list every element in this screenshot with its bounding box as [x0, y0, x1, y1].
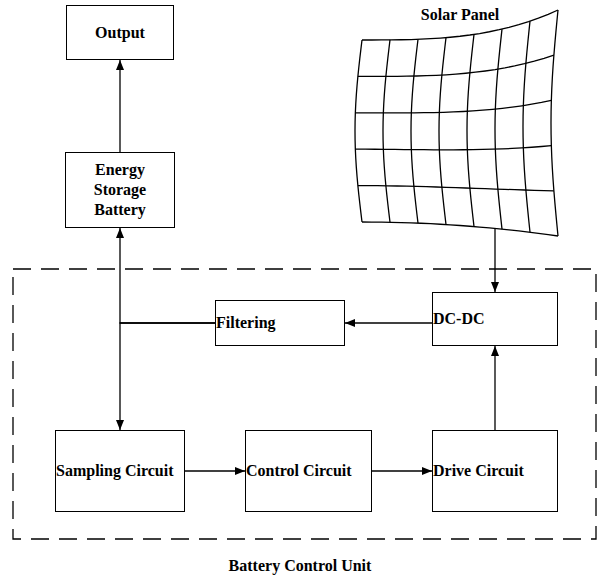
box-label: Energy Storage Battery [86, 160, 154, 220]
panel-grid-line [523, 21, 530, 232]
panel-grid-line [495, 29, 502, 229]
connector-arrow [372, 470, 432, 471]
box-label: Sampling Circuit [56, 461, 174, 481]
process-box: Drive Circuit [432, 430, 558, 512]
connector-arrow [120, 323, 215, 430]
box-label: DC-DC [433, 309, 485, 329]
process-box: Sampling Circuit [55, 430, 185, 512]
box-label: Drive Circuit [433, 461, 524, 481]
connector-arrow [120, 228, 215, 323]
panel-grid-line [355, 40, 362, 222]
connector-arrow [119, 60, 120, 152]
panel-grid-line [467, 34, 474, 226]
output-box: Output [66, 5, 174, 60]
dashed-boundary-rect [13, 269, 596, 539]
box-label: Control Circuit [246, 461, 352, 481]
panel-grid-line [355, 100, 551, 112]
region-label: Battery Control Unit [12, 556, 588, 576]
panel-grid-line [358, 55, 554, 76]
solar-panel: Solar Panel [355, 2, 565, 240]
box-label: Output [95, 23, 145, 43]
box-label: Filtering [216, 313, 276, 333]
connector-arrow [185, 470, 245, 471]
panel-grid-line [355, 146, 551, 150]
process-box: Filtering [215, 300, 345, 346]
panel-title: Solar Panel [355, 5, 565, 25]
panel-lead [494, 228, 495, 240]
connector-arrow [345, 322, 432, 323]
connector-arrow [494, 240, 495, 292]
connector-arrow [494, 346, 495, 430]
panel-grid-line [383, 40, 390, 222]
process-box: Control Circuit [245, 430, 372, 512]
panel-grid-line [358, 186, 554, 191]
control-unit-region: Battery Control UnitFilteringDC-DCSampli… [12, 268, 600, 540]
panel-grid-line [439, 38, 446, 225]
solar-panel-illustration [355, 2, 565, 240]
battery-box: Energy Storage Battery [65, 152, 175, 228]
panel-grid-line [551, 10, 558, 236]
process-box: DC-DC [432, 292, 558, 346]
panel-grid-line [411, 39, 418, 223]
panel-grid-line [362, 222, 558, 236]
